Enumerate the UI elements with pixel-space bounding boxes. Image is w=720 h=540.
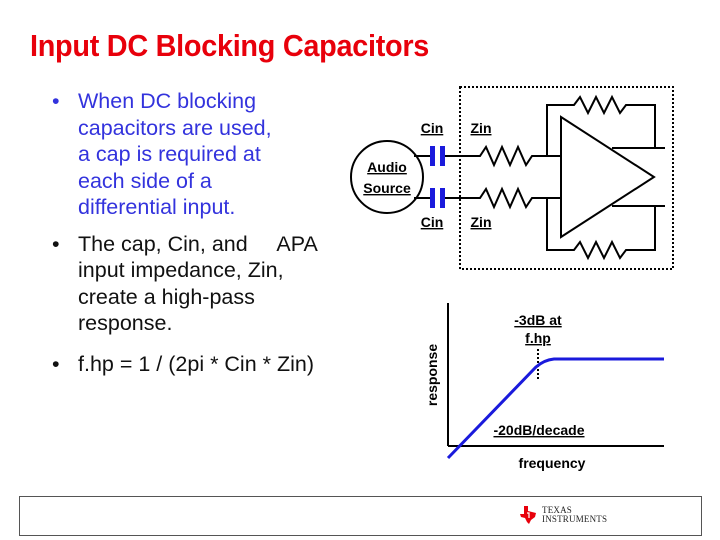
audio-source-icon <box>350 140 424 214</box>
feedback-bottom-resistor-icon <box>546 198 656 261</box>
zin-top-label: Zin <box>471 120 492 136</box>
circuit-diagram: Audio Source Cin Zin Cin Zin <box>350 86 674 270</box>
feedback-top-resistor-icon <box>546 94 656 156</box>
texas-state-icon <box>520 506 536 524</box>
cin-bottom-capacitor-icon <box>430 188 445 208</box>
amplifier-boundary <box>459 86 674 270</box>
bullet-text-line: input impedance, Zin, <box>78 258 284 282</box>
audio-source-label-line1: Audio <box>367 159 407 175</box>
bullet-list: • When DC blocking capacitors are used, … <box>50 88 410 377</box>
cin-bottom-label: Cin <box>421 214 444 230</box>
ti-wordmark-line2: Instruments <box>542 514 608 524</box>
bullet-dc-blocking: • When DC blocking capacitors are used, … <box>50 88 410 221</box>
bullet-glyph: • <box>52 89 60 113</box>
bullet-text-line: The cap, Cin, and APA <box>78 231 318 256</box>
bullet-text-line: response. <box>78 311 173 335</box>
zin-bottom-resistor-icon <box>474 186 546 210</box>
bullet-formula: • f.hp = 1 / (2pi * Cin * Zin) <box>50 351 410 378</box>
bullet-text-line: capacitors are used, <box>78 115 272 140</box>
footer-bar <box>19 496 702 536</box>
amplifier-triangle-icon <box>560 115 656 239</box>
ti-logo: Texas Instruments <box>518 505 607 525</box>
ti-wordmark-line1: Texas <box>542 505 572 515</box>
x-axis-label: frequency <box>519 455 586 471</box>
bullet-text-line: differential input. <box>78 195 236 219</box>
bullet-text-line: each side of a <box>78 168 212 193</box>
zin-bottom-label: Zin <box>471 214 492 230</box>
zin-top-resistor-icon <box>474 144 546 168</box>
bullet-glyph: • <box>52 231 60 256</box>
bullet-text-line: create a high-pass <box>78 284 255 309</box>
bullet-glyph: • <box>52 351 60 376</box>
bullet-text-line: a cap is required at <box>78 142 261 166</box>
bullet-text-line: When DC blocking <box>78 89 257 113</box>
audio-source-label-line2: Source <box>363 180 411 196</box>
slide-title: Input DC Blocking Capacitors <box>30 28 430 63</box>
cutoff-annotation-line2: f.hp <box>525 330 551 346</box>
bullet-high-pass: • The cap, Cin, and APA input impedance,… <box>50 231 410 337</box>
y-axis-label: response <box>424 344 440 406</box>
ti-wordmark: Texas Instruments <box>542 506 607 524</box>
cin-top-label: Cin <box>421 120 444 136</box>
cutoff-annotation-line1: -3dB at <box>514 312 562 328</box>
frequency-response-chart: -3dB at f.hp -20dB/decade frequency resp… <box>424 303 664 471</box>
response-curve <box>446 357 664 460</box>
bullet-text-line: f.hp = 1 / (2pi * Cin * Zin) <box>78 351 315 376</box>
slope-annotation: -20dB/decade <box>493 422 584 438</box>
cin-top-capacitor-icon <box>430 146 445 166</box>
